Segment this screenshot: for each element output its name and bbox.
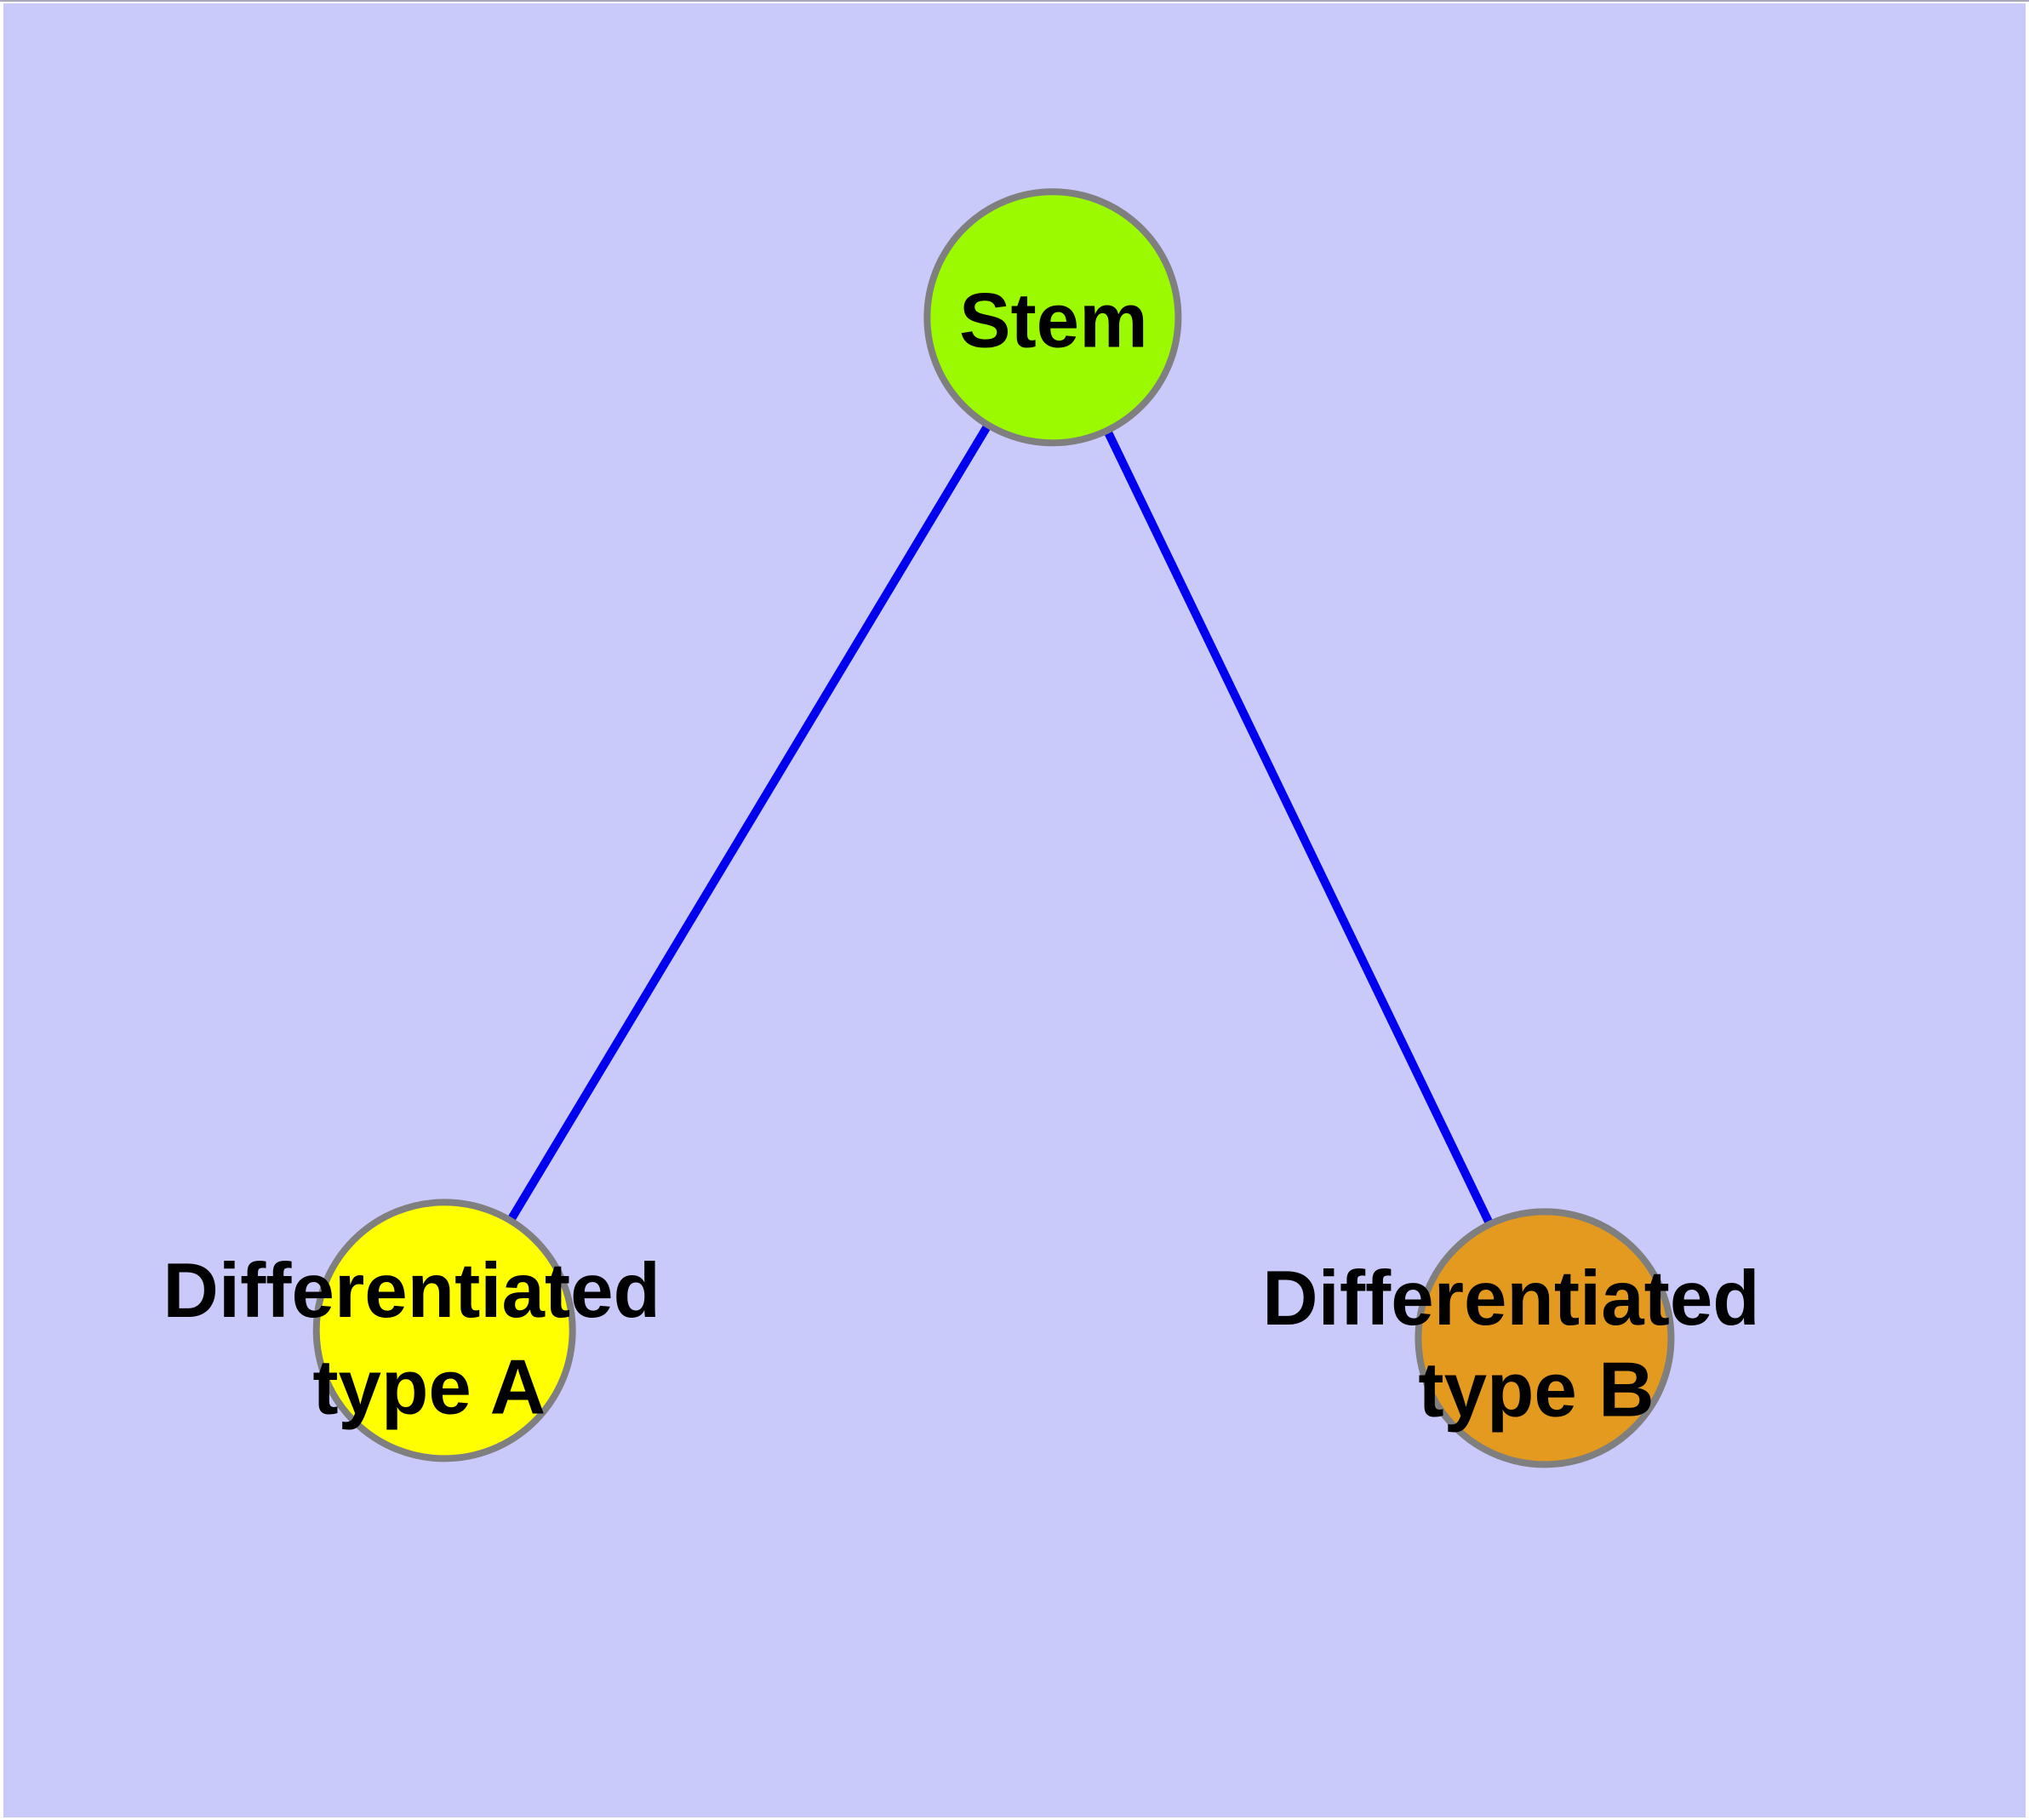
node-type-a-label: Differentiated type A [163,1248,682,1431]
diagram-canvas: Stem Differentiated type A Differentiate… [3,3,2026,1817]
node-type-b-label: Differentiated type B [1262,1256,1781,1434]
node-type-b-circle [1415,1208,1675,1468]
node-stem: Stem [923,188,1182,447]
top-hairline [0,0,2029,2]
node-type-a-label-line2: type A [312,1345,546,1431]
node-differentiated-type-a: Differentiated type A [163,1199,682,1462]
node-differentiated-type-b: Differentiated type B [1262,1208,1781,1468]
graph-svg: Stem Differentiated type A Differentiate… [3,3,2026,1817]
node-stem-circle [923,188,1182,447]
node-stem-label: Stem [959,278,1148,364]
node-type-b-label-line1: Differentiated [1262,1256,1760,1342]
edge-stem-to-type-b [1049,315,1549,1341]
edge-stem-to-type-a [440,315,1057,1333]
node-type-a-label-line1: Differentiated [163,1248,660,1334]
node-type-a-circle [312,1199,576,1462]
node-type-b-label-line2: type B [1418,1348,1654,1434]
